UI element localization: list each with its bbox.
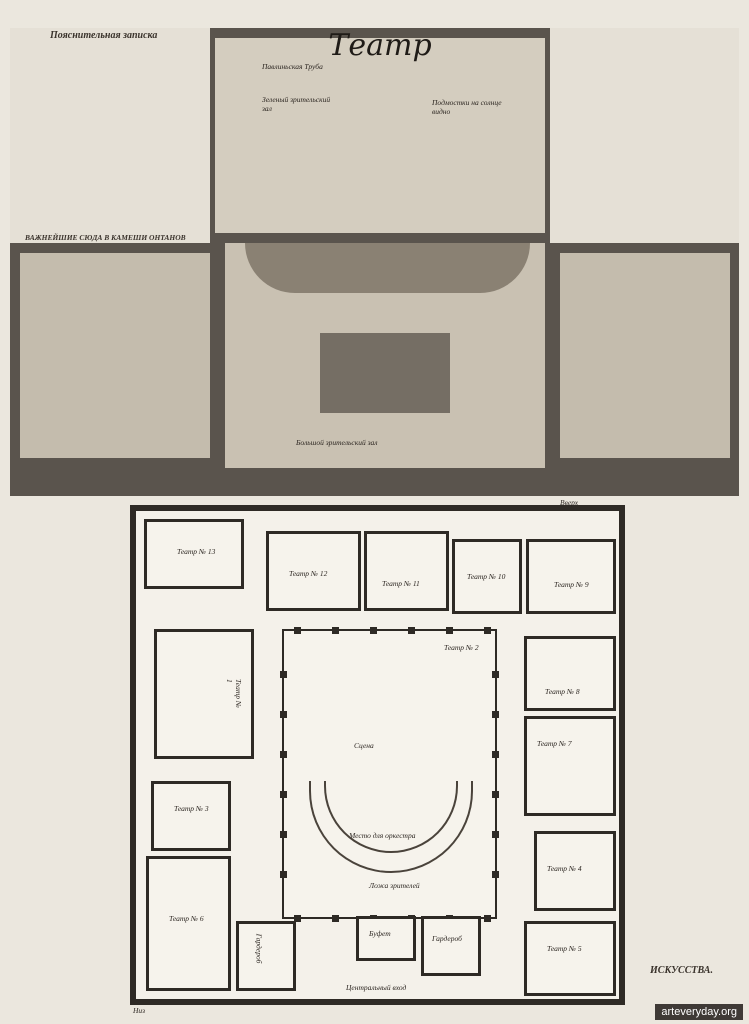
- stage-note-label: Подмостки на солнце видно: [432, 98, 502, 116]
- cloakroom-left: Гардероб: [236, 921, 296, 991]
- column-mark: [492, 671, 499, 678]
- column-mark: [492, 751, 499, 758]
- plan-top-marker: Вверх: [560, 498, 579, 507]
- courtyard-view: [215, 38, 545, 233]
- room-theatre-3: Театр № 3: [151, 781, 231, 851]
- room-theatre-6: Театр № 6: [146, 856, 231, 991]
- audience-crowd: [320, 333, 450, 413]
- page-title: Театр: [328, 28, 432, 63]
- column-mark: [484, 627, 491, 634]
- footer-word: ИСКУССТВА.: [650, 965, 713, 976]
- room-theatre-7: Театр № 7: [524, 716, 616, 816]
- left-subheading: ВАЖНЕЙШИЕ СЮДА В КАМЕШИ ОНТАНОВ: [25, 233, 186, 242]
- room-theatre-8: Театр № 8: [524, 636, 616, 711]
- column-mark: [332, 915, 339, 922]
- cloakroom-right: Гардероб: [421, 916, 481, 976]
- column-mark: [492, 791, 499, 798]
- column-mark: [492, 871, 499, 878]
- room-theatre-9: Театр № 9: [526, 539, 616, 614]
- main-hall: Театр № 2 Сцена Место для оркестра Ложа …: [280, 627, 499, 922]
- room-theatre-13: Театр № 13: [144, 519, 244, 589]
- column-mark: [446, 627, 453, 634]
- column-mark: [280, 791, 287, 798]
- house-label: Большой зрительский зал: [296, 438, 378, 447]
- room-theatre-12: Театр № 12: [266, 531, 361, 611]
- column-mark: [280, 751, 287, 758]
- column-mark: [294, 915, 301, 922]
- column-mark: [280, 831, 287, 838]
- plan-bottom-marker: Низ: [133, 1006, 146, 1015]
- room-theatre-11: Театр № 11: [364, 531, 449, 611]
- column-mark: [492, 831, 499, 838]
- room-theatre-1: Театр № 1: [154, 629, 254, 759]
- column-mark: [294, 627, 301, 634]
- left-side-rooms: [20, 253, 210, 458]
- column-mark: [370, 627, 377, 634]
- stage-curtain: [245, 243, 530, 293]
- left-text-panel: [10, 28, 210, 243]
- right-text-panel: [550, 28, 739, 243]
- column-mark: [408, 627, 415, 634]
- elevation-engraving: [10, 28, 739, 496]
- left-heading: Пояснительная записка: [50, 30, 158, 41]
- tower-label: Павлиньская Труба: [262, 62, 323, 71]
- room-theatre-5: Театр № 5: [524, 921, 616, 996]
- floor-plan: Театр № 13 Театр № 12 Театр № 11 Театр №…: [130, 505, 625, 1005]
- right-side-rooms: [560, 253, 730, 458]
- column-mark: [280, 671, 287, 678]
- column-mark: [492, 711, 499, 718]
- column-mark: [484, 915, 491, 922]
- room-theatre-10: Театр № 10: [452, 539, 522, 614]
- column-mark: [280, 711, 287, 718]
- buffet: Буфет: [356, 916, 416, 961]
- room-theatre-4: Театр № 4: [534, 831, 616, 911]
- watermark-badge: arteveryday.org: [655, 1004, 743, 1020]
- column-mark: [332, 627, 339, 634]
- column-mark: [280, 871, 287, 878]
- main-entrance-label: Центральный вход: [346, 983, 407, 992]
- foyer-label: Зеленый зрительский зал: [262, 95, 331, 113]
